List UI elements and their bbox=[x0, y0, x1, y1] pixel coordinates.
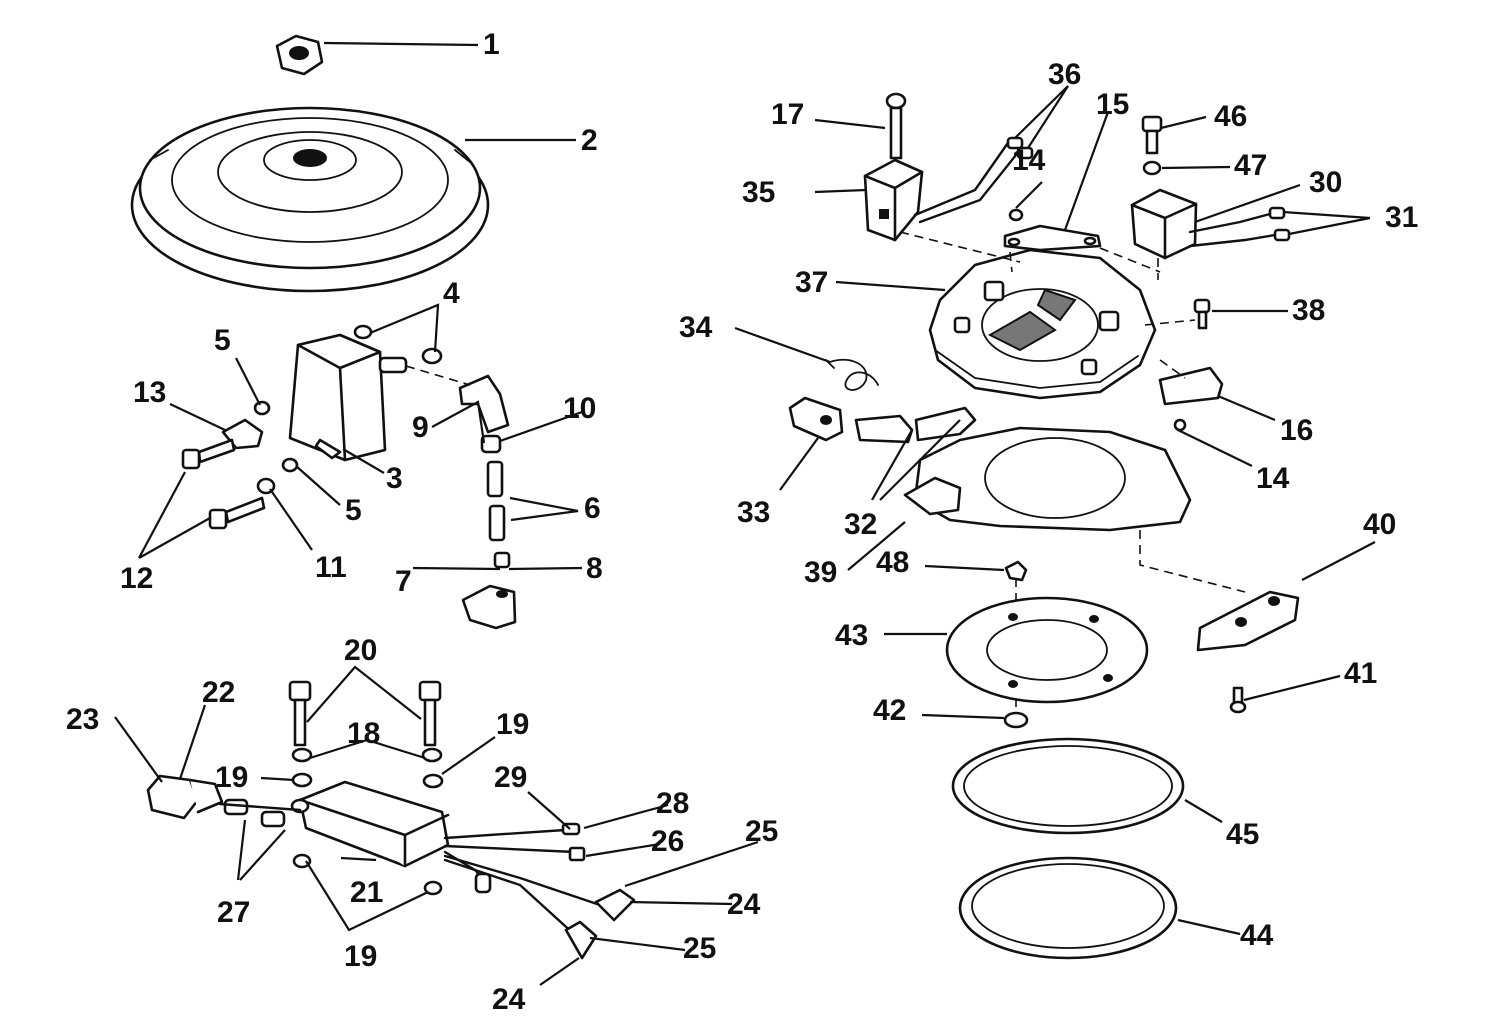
callout-1: 1 bbox=[483, 28, 500, 61]
callout-46: 46 bbox=[1214, 100, 1247, 133]
weight-screw bbox=[1229, 686, 1247, 714]
callout-19-right: 19 bbox=[496, 708, 529, 741]
ignition-coil bbox=[288, 333, 408, 462]
callout-5-upper: 5 bbox=[214, 324, 231, 357]
support-ring bbox=[958, 856, 1178, 960]
callout-15: 15 bbox=[1096, 88, 1129, 121]
small-screw-right bbox=[1193, 298, 1211, 330]
callout-24-right: 24 bbox=[727, 888, 761, 921]
callout-44: 44 bbox=[1240, 919, 1274, 952]
callout-5-lower: 5 bbox=[345, 494, 362, 527]
callout-4: 4 bbox=[443, 277, 460, 310]
callout-16: 16 bbox=[1280, 414, 1313, 447]
timer-base bbox=[928, 248, 1157, 400]
coil-screw-right bbox=[1141, 115, 1163, 176]
callout-45: 45 bbox=[1226, 818, 1259, 851]
charge-coil-left bbox=[863, 158, 924, 242]
small-screw-top bbox=[1008, 208, 1024, 222]
retainer-ring bbox=[951, 737, 1185, 835]
callout-19-bottom: 19 bbox=[344, 940, 377, 973]
callout-2: 2 bbox=[581, 124, 598, 157]
cam-weight bbox=[1196, 590, 1300, 652]
callout-32: 32 bbox=[844, 508, 877, 541]
callout-24-bottom: 24 bbox=[492, 983, 526, 1016]
callout-17: 17 bbox=[771, 98, 804, 131]
callout-19-left: 19 bbox=[215, 761, 248, 794]
callout-6: 6 bbox=[584, 492, 601, 525]
callout-34: 34 bbox=[679, 311, 713, 344]
callout-47: 47 bbox=[1234, 149, 1267, 182]
callout-48: 48 bbox=[876, 546, 909, 579]
power-pack-wires bbox=[218, 802, 636, 960]
callout-18: 18 bbox=[347, 717, 380, 750]
retaining-plate-screw bbox=[1004, 560, 1028, 582]
armature-plate bbox=[903, 426, 1192, 532]
callout-22: 22 bbox=[202, 676, 235, 709]
connector bbox=[788, 396, 844, 442]
callout-10: 10 bbox=[563, 392, 596, 425]
callout-8: 8 bbox=[586, 552, 603, 585]
callout-7: 7 bbox=[395, 565, 412, 598]
charge-coil-right bbox=[1130, 188, 1198, 260]
flywheel-nut bbox=[275, 34, 324, 76]
retaining-washer bbox=[1003, 711, 1029, 729]
callout-12: 12 bbox=[120, 562, 153, 595]
leader-lines bbox=[114, 41, 1376, 986]
callout-25-lower: 25 bbox=[683, 932, 716, 965]
callout-13: 13 bbox=[133, 376, 166, 409]
callout-37: 37 bbox=[795, 266, 828, 299]
callout-20: 20 bbox=[344, 634, 377, 667]
callout-40: 40 bbox=[1363, 508, 1396, 541]
callout-42: 42 bbox=[873, 694, 906, 727]
callout-28: 28 bbox=[656, 787, 689, 820]
callout-3: 3 bbox=[386, 462, 403, 495]
callout-11: 11 bbox=[315, 551, 347, 584]
callout-14-lower: 14 bbox=[1256, 462, 1290, 495]
retainer-spring bbox=[825, 358, 879, 391]
callout-31: 31 bbox=[1385, 201, 1418, 234]
retaining-plate bbox=[945, 596, 1149, 704]
coil-screws bbox=[181, 438, 266, 530]
coil-screw-top bbox=[885, 92, 907, 160]
callout-30: 30 bbox=[1309, 166, 1342, 199]
callout-29: 29 bbox=[494, 761, 527, 794]
spark-plug-boots bbox=[458, 374, 517, 630]
callout-39: 39 bbox=[804, 556, 837, 589]
power-pack bbox=[290, 780, 450, 868]
callout-25-upper: 25 bbox=[745, 815, 778, 848]
callout-33: 33 bbox=[737, 496, 770, 529]
flywheel bbox=[130, 106, 490, 293]
power-pack-washers bbox=[291, 747, 444, 896]
callout-26: 26 bbox=[651, 825, 684, 858]
callout-14-upper: 14 bbox=[1012, 144, 1046, 177]
callout-27: 27 bbox=[217, 896, 250, 929]
callout-36: 36 bbox=[1048, 58, 1081, 91]
callout-41: 41 bbox=[1344, 657, 1377, 690]
callout-23: 23 bbox=[66, 703, 99, 736]
callout-43: 43 bbox=[835, 619, 868, 652]
callout-35: 35 bbox=[742, 176, 775, 209]
callout-9: 9 bbox=[412, 411, 429, 444]
coil-wires bbox=[913, 136, 1291, 248]
sensor-plate bbox=[1158, 366, 1224, 432]
sensor-bracket bbox=[1003, 224, 1102, 252]
sleeves bbox=[854, 406, 977, 444]
callout-labels: 1 2 3 4 5 5 6 7 8 9 10 11 12 13 14 14 15… bbox=[66, 28, 1418, 1016]
power-pack-screws bbox=[288, 680, 442, 747]
callout-38: 38 bbox=[1292, 294, 1325, 327]
callout-21: 21 bbox=[350, 876, 383, 909]
